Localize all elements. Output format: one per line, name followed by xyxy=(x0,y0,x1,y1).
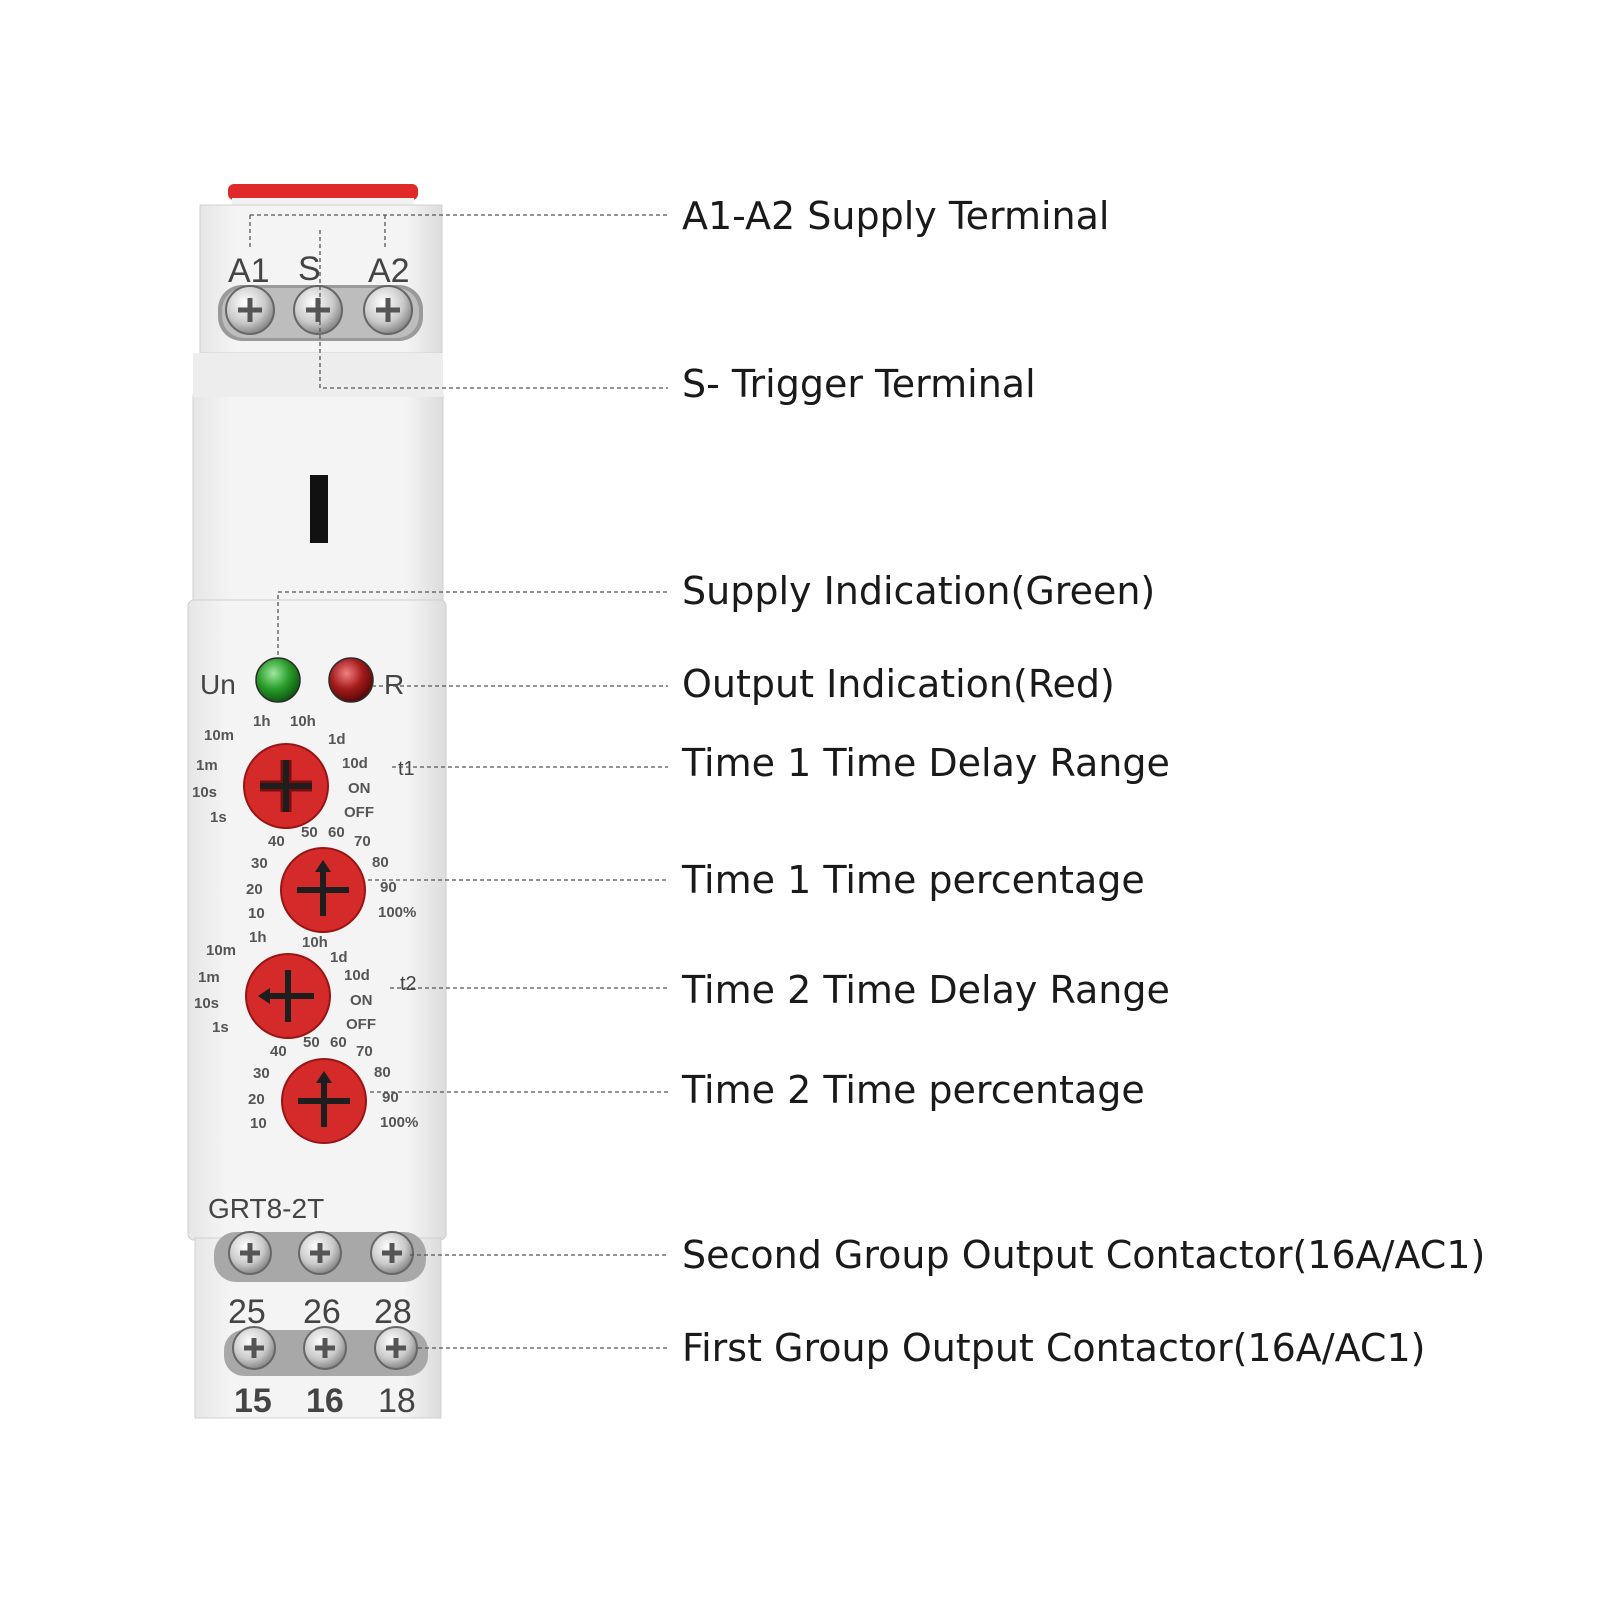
callout-t1-percentage: Time 1 Time percentage xyxy=(681,858,1145,902)
range-label-1h: 1h xyxy=(253,713,271,730)
top-red-clip xyxy=(228,184,418,200)
leader-lines xyxy=(249,214,668,1349)
range2-label-10d: 10d xyxy=(344,967,370,984)
screw-18 xyxy=(374,1326,418,1370)
range-label-1d: 1d xyxy=(328,731,346,748)
led-label-un: Un xyxy=(200,669,236,700)
callout-trigger-terminal: S- Trigger Terminal xyxy=(682,362,1036,406)
range2-label-10s: 10s xyxy=(194,995,219,1012)
t2-marker: t2 xyxy=(400,973,417,995)
pct2-label-100: 100% xyxy=(380,1114,418,1131)
callout-output-indication: Output Indication(Red) xyxy=(682,662,1115,706)
screw-26 xyxy=(298,1231,342,1275)
range-label-10h: 10h xyxy=(290,713,316,730)
callout-t2-range: Time 2 Time Delay Range xyxy=(681,968,1170,1012)
callout-supply-terminal: A1-A2 Supply Terminal xyxy=(682,194,1109,238)
callout-supply-indication: Supply Indication(Green) xyxy=(682,569,1155,613)
screw-15 xyxy=(232,1326,276,1370)
model-label: GRT8-2T xyxy=(208,1193,324,1224)
pct-label-30: 30 xyxy=(251,855,268,872)
range2-label-1h: 1h xyxy=(249,929,267,946)
relay-device: A1 S A2 Un R 10m 1m 10s 1s 1h 10h 1d 10d… xyxy=(187,184,447,1420)
callout-first-contactor: First Group Output Contactor(16A/AC1) xyxy=(682,1326,1425,1370)
t2-percent-dial[interactable] xyxy=(281,1058,367,1144)
range2-label-off: OFF xyxy=(346,1016,376,1033)
led-label-r: R xyxy=(384,669,404,700)
pct2-label-90: 90 xyxy=(382,1089,399,1106)
pct-label-70: 70 xyxy=(354,833,371,850)
terminal-label-15: 15 xyxy=(234,1382,272,1420)
range-label-1m: 1m xyxy=(196,757,218,774)
screw-a2 xyxy=(363,285,413,335)
range-label-10m: 10m xyxy=(204,727,234,744)
terminal-label-25: 25 xyxy=(228,1293,266,1331)
range-label-1s: 1s xyxy=(210,809,227,826)
terminal-label-16: 16 xyxy=(306,1382,344,1420)
pct-label-80: 80 xyxy=(372,854,389,871)
pct-label-10: 10 xyxy=(248,905,265,922)
terminal-label-a2: A2 xyxy=(368,252,410,290)
callouts: A1-A2 Supply Terminal S- Trigger Termina… xyxy=(681,194,1485,1370)
pct-label-90: 90 xyxy=(380,879,397,896)
terminal-label-18: 18 xyxy=(378,1382,416,1420)
screw-a1 xyxy=(225,285,275,335)
screw-25 xyxy=(228,1231,272,1275)
range2-label-10m: 10m xyxy=(206,942,236,959)
terminal-label-s: S xyxy=(298,250,321,288)
callout-t1-range: Time 1 Time Delay Range xyxy=(681,741,1170,785)
terminal-label-26: 26 xyxy=(303,1293,341,1331)
range-label-on: ON xyxy=(348,780,371,797)
callout-t2-percentage: Time 2 Time percentage xyxy=(681,1068,1145,1112)
t1-range-dial[interactable] xyxy=(243,743,329,829)
terminal-label-a1: A1 xyxy=(228,252,270,290)
pct2-label-10: 10 xyxy=(250,1115,267,1132)
pct-label-50: 50 xyxy=(301,824,318,841)
pct2-label-40: 40 xyxy=(270,1043,287,1060)
t1-percent-dial[interactable] xyxy=(280,847,366,933)
output-led xyxy=(328,657,374,703)
range2-label-on: ON xyxy=(350,992,373,1009)
din-slot xyxy=(310,475,328,543)
terminal-label-28: 28 xyxy=(374,1293,412,1331)
t1-marker: t1 xyxy=(398,758,415,780)
range-label-off: OFF xyxy=(344,804,374,821)
pct2-label-80: 80 xyxy=(374,1064,391,1081)
screw-16 xyxy=(303,1326,347,1370)
callout-second-contactor: Second Group Output Contactor(16A/AC1) xyxy=(682,1233,1485,1277)
pct2-label-30: 30 xyxy=(253,1065,270,1082)
screw-s xyxy=(293,285,343,335)
screw-28 xyxy=(370,1231,414,1275)
pct2-label-20: 20 xyxy=(248,1091,265,1108)
t2-range-dial[interactable] xyxy=(245,953,331,1039)
pct-label-60: 60 xyxy=(328,824,345,841)
pct2-label-70: 70 xyxy=(356,1043,373,1060)
pct-label-100: 100% xyxy=(378,904,416,921)
pct-label-40: 40 xyxy=(268,833,285,850)
range2-label-1d: 1d xyxy=(330,949,348,966)
range-label-10s: 10s xyxy=(192,784,217,801)
range2-label-1m: 1m xyxy=(198,969,220,986)
range2-label-1s: 1s xyxy=(212,1019,229,1036)
pct2-label-50: 50 xyxy=(303,1034,320,1051)
supply-led xyxy=(255,657,301,703)
pct-label-20: 20 xyxy=(246,881,263,898)
range-label-10d: 10d xyxy=(342,755,368,772)
range2-label-10h: 10h xyxy=(302,934,328,951)
pct2-label-60: 60 xyxy=(330,1034,347,1051)
